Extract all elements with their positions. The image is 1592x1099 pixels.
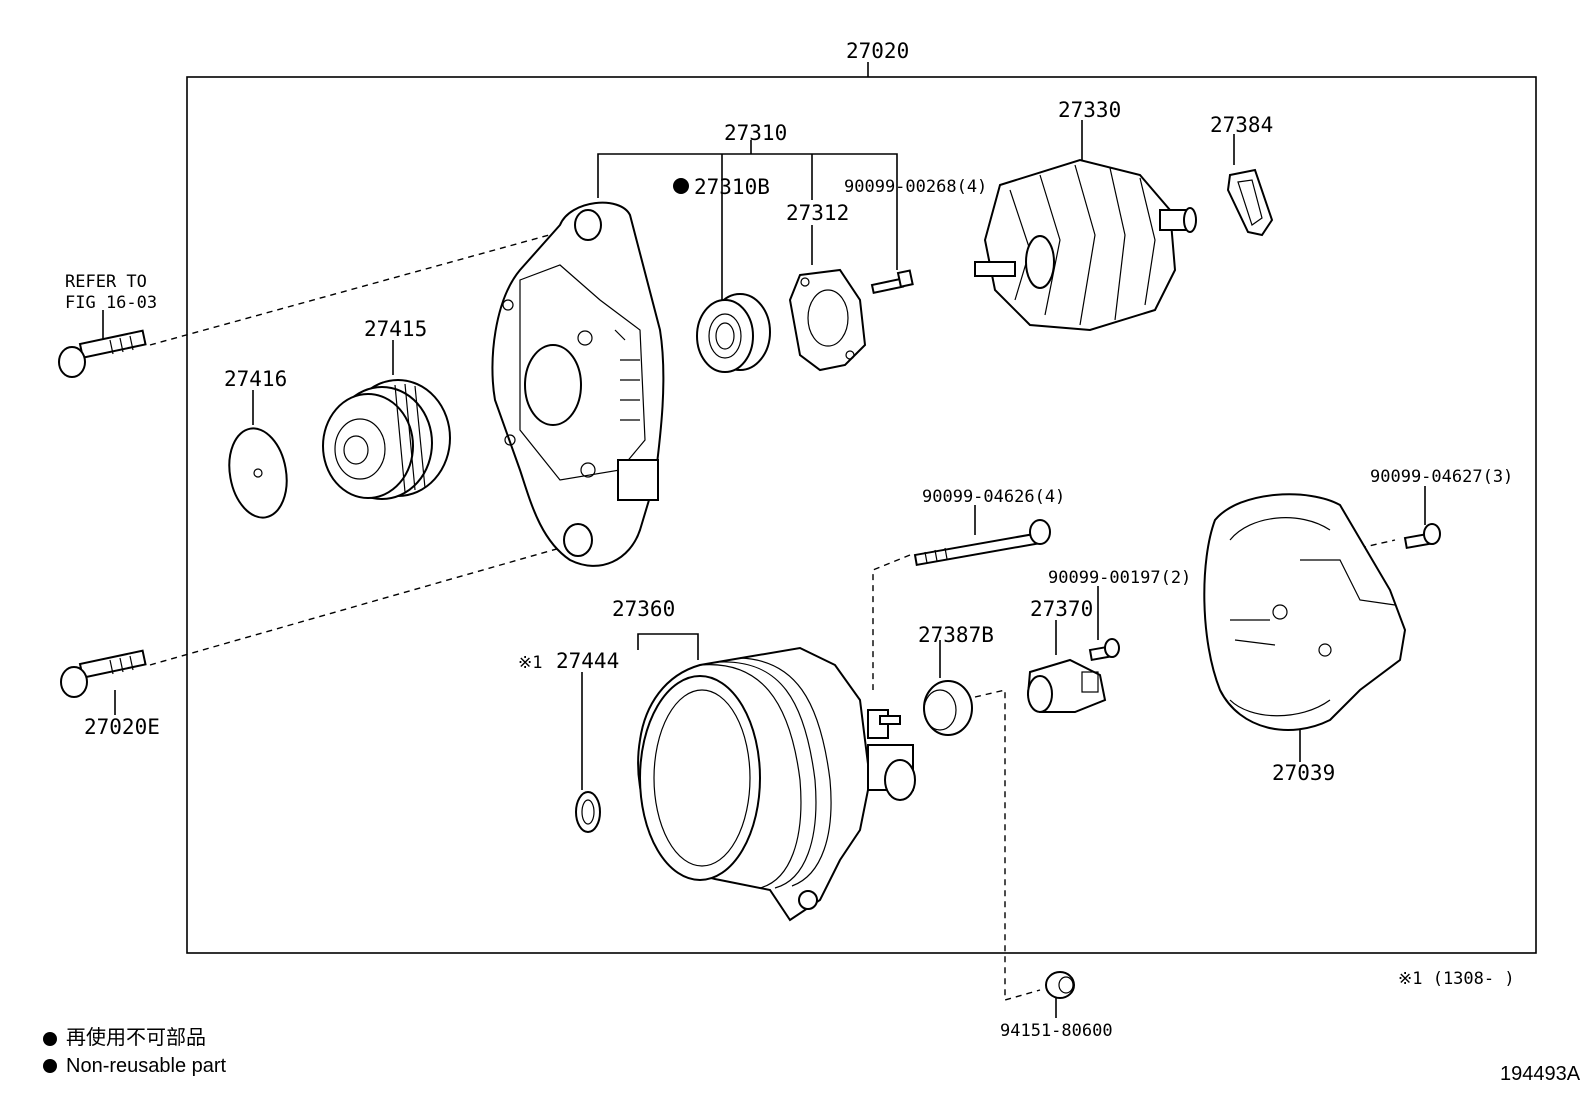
screw-90099-00268-icon [870, 269, 914, 295]
screw-90099-04627-icon [1403, 523, 1441, 550]
legend-en: Non-reusable part [66, 1055, 227, 1077]
pulley-27415-icon [322, 379, 451, 500]
label-27387b: 27387B [918, 623, 994, 647]
label-27384: 27384 [1210, 113, 1273, 137]
label-27020: 27020 [846, 39, 909, 63]
cap-27387b-icon [923, 680, 973, 736]
label-refer-line1: REFER TO [65, 272, 147, 292]
label-27415: 27415 [364, 317, 427, 341]
bearing-27310b-icon [696, 293, 771, 373]
label-90099-04627: 90099-04627(3) [1370, 467, 1513, 487]
legend-dot-en-icon [43, 1059, 57, 1073]
label-90099-04626: 90099-04626(4) [922, 487, 1065, 507]
nut-94151-80600-icon [1045, 971, 1075, 999]
label-27444-mark: ※1 [518, 653, 542, 673]
bolt-90099-04626-icon [913, 519, 1051, 567]
label-27416: 27416 [224, 367, 287, 391]
label-27039: 27039 [1272, 761, 1335, 785]
label-27310b: 27310B [694, 175, 770, 199]
legend-jp: 再使用不可部品 [66, 1026, 206, 1049]
stator-27360-icon [637, 646, 916, 922]
drive-end-frame-27310-icon [491, 201, 665, 567]
brush-holder-27370-icon [1026, 658, 1107, 713]
bracket-27310 [597, 153, 898, 270]
cap-27416-icon [228, 427, 288, 519]
label-90099-00197: 90099-00197(2) [1048, 568, 1191, 588]
ring-27444-icon [575, 791, 601, 833]
rotor-27330-icon [974, 158, 1197, 332]
screw-90099-00197-icon [1088, 638, 1120, 662]
label-27370: 27370 [1030, 597, 1093, 621]
label-27020e: 27020E [84, 715, 160, 739]
footnote: ※1 (1308- ) [1398, 969, 1515, 989]
bolt-27020e-icon [60, 649, 147, 698]
seal-27384-icon [1226, 168, 1274, 237]
bolt-refer-icon [58, 329, 147, 378]
retainer-27312-icon [788, 268, 867, 372]
label-27330: 27330 [1058, 98, 1121, 122]
rear-cover-27039-icon [1203, 493, 1407, 731]
label-refer-line2: FIG 16-03 [65, 293, 157, 313]
label-90099-00268: 90099-00268(4) [844, 177, 987, 197]
figure-id: 194493A [1500, 1063, 1581, 1085]
label-27360: 27360 [612, 597, 675, 621]
assembly-frame [186, 76, 1537, 954]
label-27444: 27444 [556, 649, 619, 673]
label-94151-80600: 94151-80600 [1000, 1021, 1113, 1041]
label-27310: 27310 [724, 121, 787, 145]
non-reusable-marker-icon [673, 178, 689, 194]
label-27312: 27312 [786, 201, 849, 225]
legend-dot-jp-icon [43, 1032, 57, 1046]
